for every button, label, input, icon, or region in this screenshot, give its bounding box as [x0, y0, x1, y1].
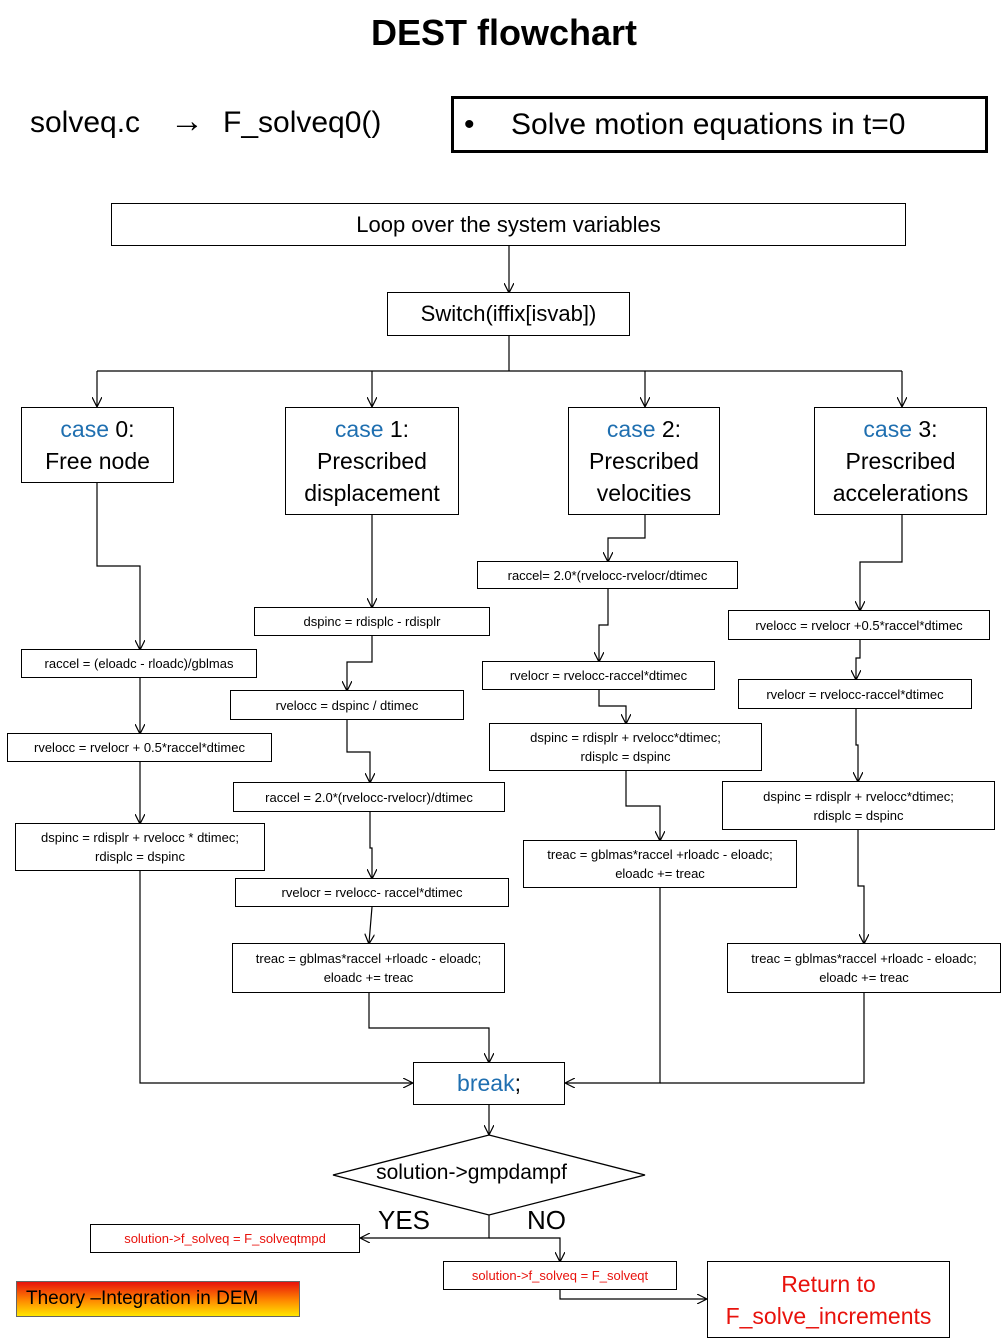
return-line2: F_solve_increments: [725, 1302, 932, 1329]
header-bullet-text: Solve motion equations in t=0: [511, 108, 906, 141]
col2-raccel-box: raccel= 2.0*(rvelocc-rvelocr/dtimec: [477, 561, 738, 589]
case-3-line1: Prescribed: [845, 448, 956, 474]
yes-result-box: solution->f_solveq = F_solveqtmpd: [90, 1224, 360, 1253]
col0-dspinc-line2: rdisplc = dspinc: [95, 849, 185, 864]
col3-treac-box: treac = gblmas*raccel +rloadc - eloadc; …: [727, 943, 1001, 993]
col3-rvelocr-box: rvelocr = rvelocc-raccel*dtimec: [738, 679, 972, 709]
col3-dspinc-line2: rdisplc = dspinc: [813, 807, 904, 823]
header-bullet-box: • Solve motion equations in t=0: [451, 96, 988, 153]
page-title: DEST flowchart: [370, 12, 638, 53]
footer-theory-label: Theory –Integration in DEM: [16, 1281, 300, 1317]
case-2-number: 2:: [655, 416, 682, 442]
col1-dspinc-box: dspinc = rdisplc - rdisplr: [254, 607, 490, 636]
col3-rvelocc-box: rvelocc = rvelocr +0.5*raccel*dtimec: [728, 610, 990, 640]
col1-raccel-box: raccel = 2.0*(rvelocc-rvelocr)/dtimec: [233, 782, 505, 812]
col2-dspinc-line1: dspinc = rdisplr + rvelocc*dtimec;: [530, 730, 721, 745]
col3-treac-line1: treac = gblmas*raccel +rloadc - eloadc;: [751, 951, 977, 966]
col0-dspinc-box: dspinc = rdisplr + rvelocc * dtimec; rdi…: [15, 823, 265, 871]
case-1-line1: Prescribed: [317, 448, 427, 474]
case-0-number: 0:: [109, 416, 135, 442]
col2-treac-box: treac = gblmas*raccel +rloadc - eloadc; …: [523, 840, 797, 888]
col3-dspinc-line1: dspinc = rdisplr + rvelocc*dtimec;: [763, 788, 954, 804]
col0-dspinc-line1: dspinc = rdisplr + rvelocc * dtimec;: [41, 830, 239, 845]
col0-rvelocc-box: rvelocc = rvelocr + 0.5*raccel*dtimec: [7, 733, 272, 762]
col1-treac-line1: treac = gblmas*raccel +rloadc - eloadc;: [255, 951, 482, 966]
col2-dspinc-box: dspinc = rdisplr + rvelocc*dtimec; rdisp…: [489, 723, 762, 771]
no-label: NO: [527, 1205, 566, 1235]
break-box: break;: [413, 1062, 565, 1105]
arrow-right-icon: →: [170, 102, 204, 140]
case-1-box: case 1: Prescribed displacement: [285, 407, 459, 515]
loop-box: Loop over the system variables: [111, 203, 906, 246]
case-1-line2: displacement: [304, 480, 440, 506]
header-file: solveq.c: [30, 106, 141, 139]
col0-raccel-box: raccel = (eloadc - rloadc)/gblmas: [21, 649, 257, 678]
col3-dspinc-box: dspinc = rdisplr + rvelocc*dtimec; rdisp…: [722, 781, 995, 830]
case-3-box: case 3: Prescribed accelerations: [814, 407, 987, 515]
case-2-keyword: case: [606, 416, 656, 442]
return-line1: Return to: [781, 1270, 876, 1297]
case-3-number: 3:: [912, 416, 938, 442]
case-3-line2: accelerations: [832, 480, 969, 506]
case-0-line1: Free node: [45, 448, 150, 474]
col2-treac-line2: eloadc += treac: [615, 866, 705, 881]
case-1-keyword: case: [334, 416, 384, 442]
col2-dspinc-line2: rdisplc = dspinc: [580, 749, 671, 764]
col2-treac-line1: treac = gblmas*raccel +rloadc - eloadc;: [547, 847, 773, 862]
col1-rvelocr-box: rvelocr = rvelocc- raccel*dtimec: [235, 878, 509, 907]
col1-treac-box: treac = gblmas*raccel +rloadc - eloadc; …: [232, 943, 505, 993]
col1-treac-line2: eloadc += treac: [323, 970, 414, 985]
header-function: F_solveq0(): [223, 106, 382, 139]
col3-treac-line2: eloadc += treac: [819, 970, 909, 985]
switch-box: Switch(iffix[isvab]): [387, 292, 630, 336]
yes-label: YES: [378, 1205, 431, 1235]
case-3-keyword: case: [863, 416, 912, 442]
no-result-box: solution->f_solveq = F_solveqt: [443, 1261, 677, 1290]
case-1-number: 1:: [383, 416, 410, 442]
break-keyword: break: [457, 1070, 515, 1096]
case-0-keyword: case: [60, 416, 109, 442]
col1-rvelocc-box: rvelocc = dspinc / dtimec: [230, 690, 464, 720]
break-semicolon: ;: [514, 1070, 521, 1096]
bullet-icon: •: [464, 108, 475, 141]
decision-text: solution->gmpdampf: [376, 1161, 567, 1184]
case-2-box: case 2: Prescribed velocities: [568, 407, 720, 515]
case-2-line1: Prescribed: [589, 448, 699, 474]
return-box: Return to F_solve_increments: [707, 1261, 950, 1338]
case-2-line2: velocities: [596, 480, 692, 506]
col2-rvelocr-box: rvelocr = rvelocc-raccel*dtimec: [482, 661, 715, 690]
case-0-box: case 0: Free node: [21, 407, 174, 483]
